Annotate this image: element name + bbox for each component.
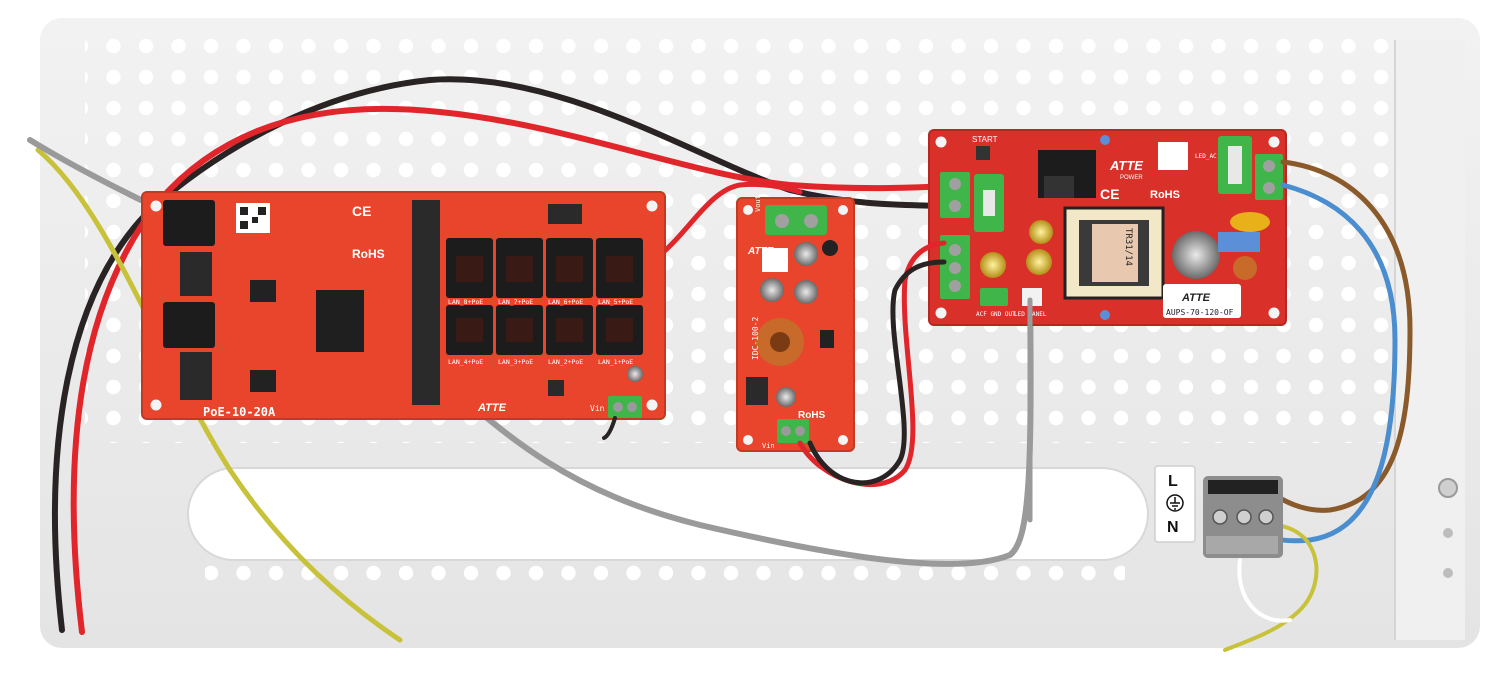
- qr-code: [1158, 142, 1188, 170]
- white-wire: [1237, 558, 1292, 623]
- dc-dc-converter-board: Vout ATTE IDC-100-2 RoHS Vin: [736, 195, 855, 452]
- brand-logo: ATTE: [1109, 158, 1143, 173]
- input-label: Vin: [590, 404, 605, 413]
- ce-mark: CE: [1100, 186, 1119, 202]
- earth-ground-icon: [1166, 494, 1184, 512]
- blue-wire: [1262, 182, 1398, 544]
- toroid-inductor: [756, 318, 804, 366]
- red-wire: [70, 105, 951, 635]
- start-button: [976, 146, 990, 160]
- rj45-jack: [163, 200, 215, 348]
- switch-chip: [316, 290, 364, 352]
- mains-terminal: L N: [1154, 465, 1283, 558]
- input-label: Vin: [762, 442, 775, 450]
- poe-switch-board: LAN_8+PoE LAN_7+PoE LAN_6+PoE LAN_5+PoE …: [141, 191, 666, 420]
- brown-wire: [1272, 159, 1413, 513]
- terminal-block: [1255, 154, 1283, 200]
- brand-logo: ATTE: [747, 246, 774, 257]
- lan-port-grid: [446, 238, 643, 355]
- terminal-block: [940, 172, 970, 218]
- terminal-block: [777, 419, 809, 443]
- mounting-screw: [1443, 528, 1453, 538]
- line-label: L: [1168, 473, 1178, 490]
- brand-logo: ATTE: [1181, 292, 1211, 304]
- lan-port-label: LAN_4+PoE: [448, 358, 483, 366]
- power-supply-board: START ATTE POWER CE RoHS LED_AC TR31/14: [928, 129, 1287, 326]
- board-model-label: PoE-10-20A: [203, 405, 276, 419]
- red-wire: [657, 181, 803, 258]
- black-wire: [807, 259, 947, 486]
- terminal-block: [608, 396, 642, 418]
- lan-port-label: LAN_5+PoE: [598, 298, 633, 306]
- terminal-block: [940, 235, 970, 299]
- neutral-label: N: [1167, 519, 1179, 536]
- led-ac-label: LED_AC: [1195, 153, 1217, 160]
- lan-port-label: LAN_7+PoE: [498, 298, 533, 306]
- ce-mark: CE: [352, 203, 371, 219]
- lan-port-label: LAN_6+PoE: [548, 298, 583, 306]
- board-model-label: IDC-100-2: [751, 316, 760, 360]
- rohs-label: RoHS: [352, 247, 385, 261]
- output-label: Vout: [754, 195, 762, 212]
- terminal-label-card: [1154, 465, 1196, 543]
- start-label: START: [972, 135, 998, 144]
- model-label-plate: [1163, 284, 1241, 318]
- lan-port-label: LAN_3+PoE: [498, 358, 533, 366]
- toroid-inductor: [1233, 256, 1257, 280]
- lan-port-label: LAN_2+PoE: [548, 358, 583, 366]
- brand-subtitle: POWER: [1120, 175, 1143, 181]
- rohs-label: RoHS: [1150, 189, 1180, 201]
- transformer: TR31/14: [1063, 206, 1165, 300]
- mounting-screw: [1438, 478, 1458, 498]
- wiring-front: [602, 159, 1413, 652]
- acf-label: ACF GND OUT: [976, 311, 1016, 318]
- brand-logo: ATTE: [477, 402, 507, 414]
- yellow-green-wire: [1223, 522, 1319, 652]
- yellow-green-wire: [35, 147, 403, 643]
- mounting-screw: [1443, 568, 1453, 578]
- lan-port-label: LAN_8+PoE: [448, 298, 483, 306]
- qr-code: [236, 203, 270, 233]
- rohs-label: RoHS: [798, 410, 826, 421]
- terminal-block: [980, 288, 1008, 306]
- lan-port-label: LAN_1+PoE: [598, 358, 633, 366]
- qr-code: [762, 248, 788, 272]
- black-wire: [602, 416, 617, 440]
- board-model-label: AUPS-70-120-OF: [1166, 308, 1234, 317]
- transformer-label: TR31/14: [1123, 228, 1133, 266]
